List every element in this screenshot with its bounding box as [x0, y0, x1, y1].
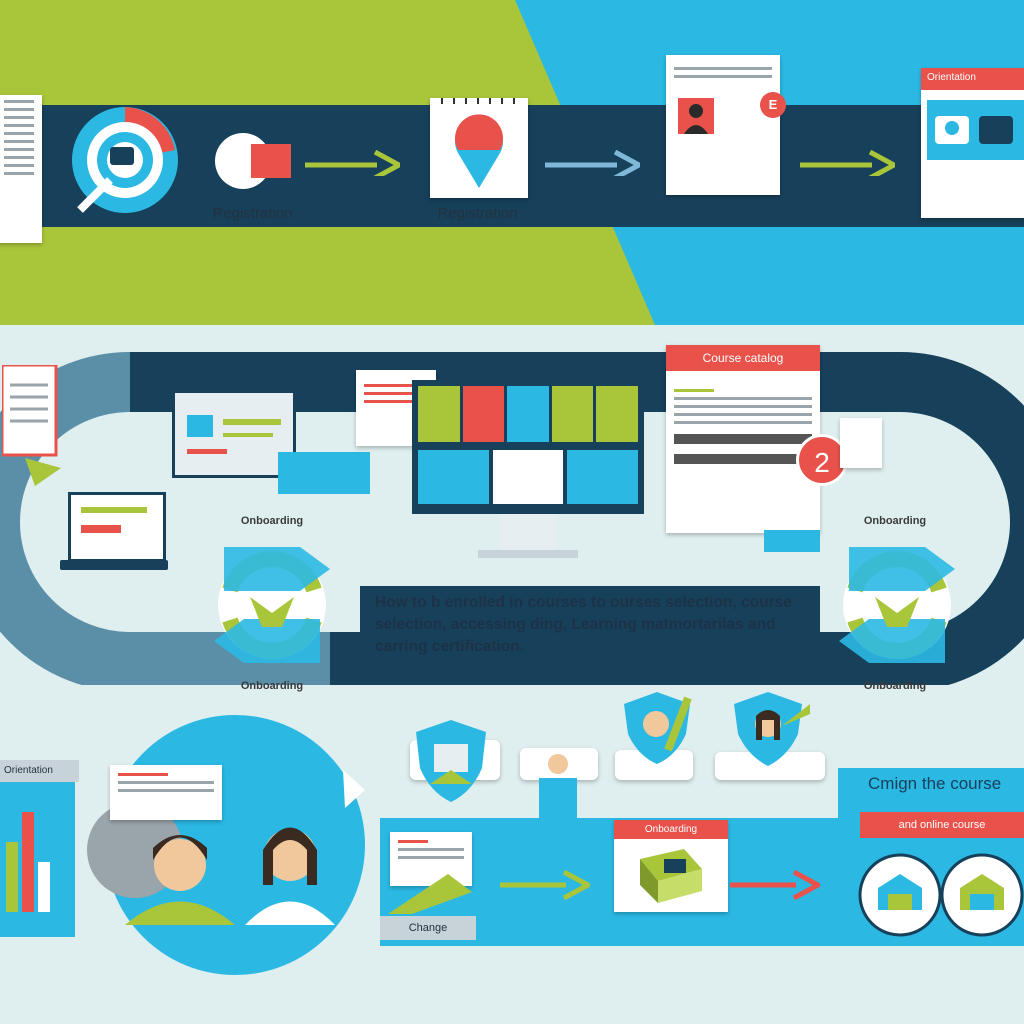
registration-icon	[215, 133, 291, 189]
person-icon	[125, 835, 235, 925]
participant-grid	[418, 386, 638, 442]
users-icon	[935, 116, 1013, 144]
arrow-icon	[305, 150, 400, 176]
speech-document	[110, 765, 222, 820]
note-card	[840, 418, 882, 468]
video-conference-monitor	[412, 380, 644, 514]
orientation-tab: Orientation	[0, 760, 79, 782]
shield-person-icon	[734, 692, 810, 766]
arrow-icon	[545, 150, 640, 176]
shield-person-icon	[624, 692, 692, 764]
course-tiles	[418, 450, 639, 504]
person-icon	[684, 104, 708, 134]
refresh-cycle-icon	[214, 547, 330, 663]
bar-chart-icon	[6, 812, 50, 912]
process-loop-track	[0, 352, 1024, 685]
notepad-card	[430, 90, 528, 198]
map-pin-icon	[441, 90, 515, 188]
onboarding-header: Onboarding	[614, 820, 728, 839]
arrow-icon	[25, 458, 61, 486]
orientation-screen: Orientation	[921, 68, 1024, 218]
arrow-icon	[800, 150, 895, 176]
monitor-stand	[500, 514, 556, 550]
laptop-base	[60, 560, 168, 570]
shield-icon	[416, 720, 486, 802]
orientation-header: Orientation	[921, 68, 1024, 90]
screen-panel	[927, 100, 1024, 160]
onboarding-card: Onboarding	[614, 820, 728, 912]
laptop-screen-small	[68, 492, 166, 562]
course-catalog-header: Course catalog	[666, 345, 820, 371]
left-chart-panel	[0, 782, 75, 937]
step-2-label: Registration	[437, 205, 518, 222]
document-icon	[0, 95, 42, 243]
participant-avatar	[418, 386, 460, 442]
step-1-label: Registration	[212, 205, 293, 222]
cycle-label-top: Onboarding	[240, 515, 304, 527]
cycle-label-top: Onboarding	[863, 515, 927, 527]
laptop-screen	[172, 390, 296, 478]
cycle-label-bottom: Onboarding	[240, 680, 304, 692]
person-icon	[245, 827, 335, 925]
book-icon	[2, 365, 58, 457]
notification-badge: E	[760, 92, 786, 118]
change-button[interactable]: Change	[380, 916, 476, 940]
team-circle	[87, 715, 365, 975]
arrow-icon	[730, 870, 820, 900]
participant-avatar	[551, 386, 594, 442]
arrow-icon	[388, 874, 472, 914]
certification-title: Cmign the course	[868, 774, 1002, 793]
certification-label: and online course	[860, 812, 1024, 838]
participant-avatar	[596, 386, 638, 442]
package-icon	[640, 849, 702, 903]
cable-connector	[278, 452, 370, 494]
process-description: How to b enrolled in courses to ourses s…	[375, 594, 792, 655]
certificate-icons	[858, 853, 1024, 937]
monitor-base	[478, 550, 578, 558]
catalog-tab	[764, 530, 820, 552]
participant-avatar	[462, 386, 505, 442]
refresh-cycle-icon	[839, 547, 955, 663]
step-number-badge: 2	[796, 434, 848, 486]
cycle-label-bottom: Onboarding	[863, 680, 927, 692]
course-catalog-card: Course catalog	[666, 345, 820, 533]
participant-avatar	[507, 386, 549, 442]
profile-photo	[678, 98, 714, 134]
target-icon	[72, 107, 178, 213]
arrow-icon	[500, 870, 590, 900]
document-icon	[390, 832, 472, 886]
